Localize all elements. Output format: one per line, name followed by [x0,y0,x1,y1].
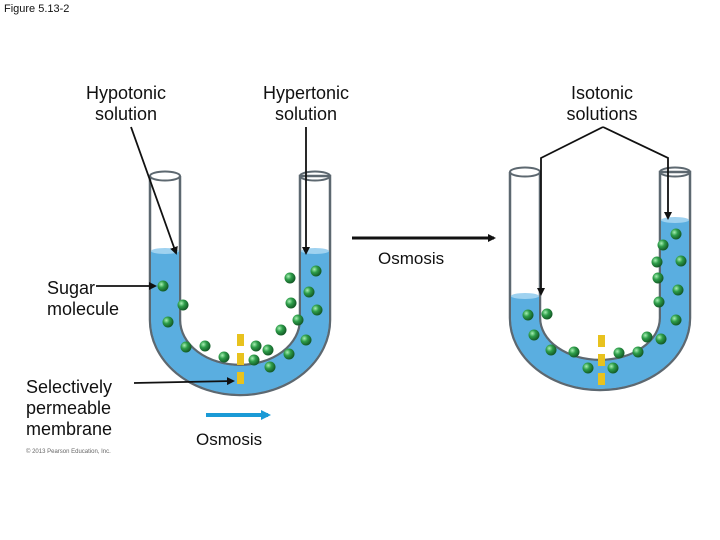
sugar-molecule [283,348,295,360]
water-after [511,220,689,389]
u-tube-after [508,166,692,392]
hypertonic-label: Hypertonic solution [246,83,366,125]
sugar-molecule [607,362,619,374]
sugar-molecule [657,239,669,251]
sugar-label: Sugar molecule [47,278,119,320]
water-surface-right-after [661,217,689,223]
sugar-molecule [655,333,667,345]
hypotonic-label: Hypotonic solution [70,83,182,125]
sugar-label-line2: molecule [47,299,120,319]
sugar-molecule [157,280,169,292]
sugar-molecule [651,256,663,268]
membrane-segment [237,353,244,365]
isotonic-pointer-left [537,126,604,296]
membrane-label: Selectively permeable membrane [26,377,112,440]
sugar-molecule [582,362,594,374]
molecules-before [157,265,323,373]
osmosis-label-bottom: Osmosis [196,430,263,449]
sugar-molecule [310,265,322,277]
sugar-molecule [248,354,260,366]
isotonic-label-line1: Isotonic [570,83,634,103]
sugar-molecule [218,351,230,363]
membrane-pointer [133,377,235,386]
isotonic-label: Isotonic solutions [550,83,654,125]
sugar-molecule [262,344,274,356]
sugar-molecule [250,340,262,352]
sugar-molecule [545,344,557,356]
sugar-label-line1: Sugar [47,278,96,298]
sugar-molecule [303,286,315,298]
hypertonic-label-line2: solution [274,104,338,124]
membrane-segment [237,372,244,384]
sugar-molecule [528,329,540,341]
membrane-segment [237,334,244,346]
sugar-molecule [522,309,534,321]
u-tube-before [148,170,332,397]
membrane-label-line3: membrane [26,419,113,439]
molecules-after [522,228,687,374]
sugar-molecule [652,272,664,284]
tube-outline-before [148,174,332,397]
hypotonic-pointer [130,126,178,255]
tube-rim-left-after [509,166,541,178]
sugar-molecule [292,314,304,326]
figure-label: Figure 5.13-2 [4,3,70,15]
isotonic-pointer-right [602,126,672,220]
sugar-molecule [632,346,644,358]
membrane-segment [598,354,605,366]
sugar-molecule [653,296,665,308]
sugar-molecule [300,334,312,346]
membrane-segment [598,373,605,385]
membrane-segment [598,335,605,347]
sugar-molecule [613,347,625,359]
sugar-molecule [670,314,682,326]
sugar-molecule [284,272,296,284]
tube-rim-right-before [299,170,331,182]
sugar-molecule [641,331,653,343]
water-before [151,251,329,394]
sugar-molecule [311,304,323,316]
water-surface-left-after [511,293,539,299]
sugar-molecule [285,297,297,309]
sugar-molecule [670,228,682,240]
hypertonic-label-line1: Hypertonic [262,83,350,103]
sugar-molecule [177,299,189,311]
osmosis-label-top: Osmosis [378,249,445,268]
sugar-molecule [199,340,211,352]
tube-rim-left-before [149,170,181,182]
sugar-molecule [541,308,553,320]
sugar-molecule [672,284,684,296]
sugar-molecule [275,324,287,336]
sugar-molecule [264,361,276,373]
tube-rim-right-after [659,166,691,178]
sugar-molecule [568,346,580,358]
sugar-molecule [180,341,192,353]
hypotonic-label-line2: solution [94,104,158,124]
membrane-label-line1: Selectively [26,377,113,397]
sugar-molecule [162,316,174,328]
hypotonic-label-line1: Hypotonic [85,83,167,103]
copyright-notice: © 2013 Pearson Education, Inc. [26,449,111,455]
sugar-molecule [675,255,687,267]
isotonic-label-line2: solutions [566,104,638,124]
membrane-label-line2: permeable [26,398,112,418]
